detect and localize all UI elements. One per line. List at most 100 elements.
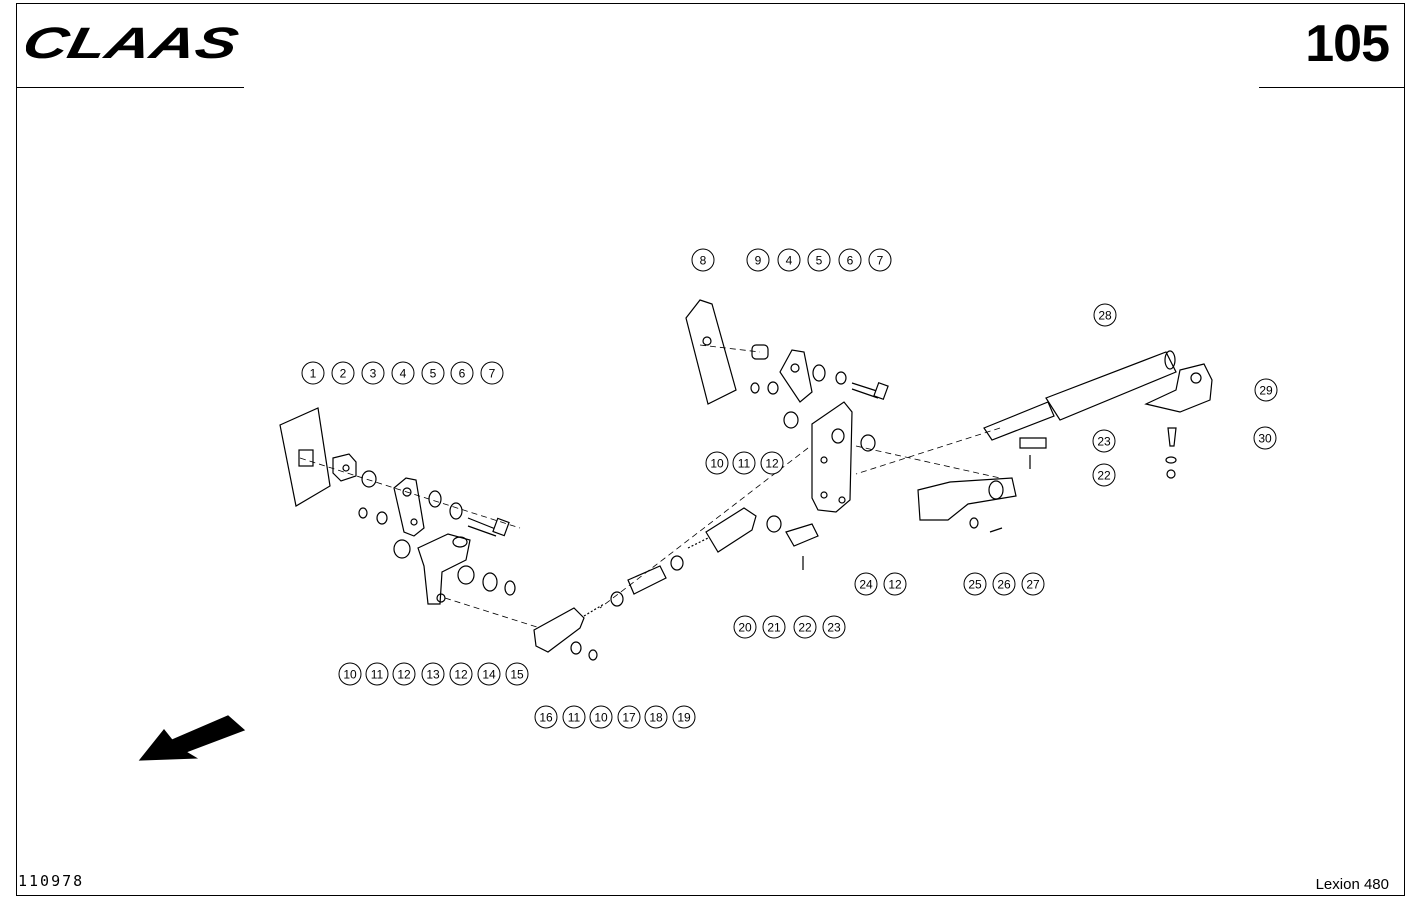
part-2-square-nut — [332, 453, 357, 482]
part-20-clevis — [705, 507, 757, 553]
part-1-plate — [279, 407, 331, 507]
callout-10: 10 — [338, 662, 362, 686]
callout-label: 29 — [1259, 384, 1273, 398]
callout-label: 5 — [816, 254, 823, 268]
callout-label: 5 — [430, 367, 437, 381]
callout-4: 4 — [777, 248, 801, 272]
part-6-washer — [449, 502, 463, 520]
brand-wordmark: CLAAS — [26, 22, 243, 64]
page-number: 105 — [1305, 15, 1390, 73]
part-8-plate — [685, 299, 737, 405]
callout-23: 23 — [822, 615, 846, 639]
callout-5: 5 — [807, 248, 831, 272]
callout-label: 23 — [827, 621, 841, 635]
part-4-upper-link — [779, 349, 813, 403]
callout-label: 2 — [340, 367, 347, 381]
callout-label: 27 — [1026, 578, 1040, 592]
callout-4: 4 — [391, 361, 415, 385]
callout-label: 7 — [489, 367, 496, 381]
callout-17: 17 — [617, 705, 641, 729]
callout-label: 10 — [343, 668, 357, 682]
part-17-nut — [610, 591, 624, 607]
callout-19: 19 — [672, 705, 696, 729]
callout-16: 16 — [534, 705, 558, 729]
callout-label: 10 — [710, 457, 724, 471]
callout-label: 13 — [426, 668, 440, 682]
callout-label: 8 — [700, 254, 707, 268]
callout-label: 10 — [594, 711, 608, 725]
callout-20: 20 — [733, 615, 757, 639]
callout-23: 23 — [1092, 429, 1116, 453]
callout-6: 6 — [450, 361, 474, 385]
callout-13: 13 — [421, 662, 445, 686]
callout-14: 14 — [477, 662, 501, 686]
callout-26: 26 — [992, 572, 1016, 596]
part-23-pin — [785, 523, 819, 547]
part-13-lever — [417, 533, 471, 605]
callout-label: 14 — [482, 668, 496, 682]
callout-2: 2 — [331, 361, 355, 385]
callout-label: 20 — [738, 621, 752, 635]
callout-30: 30 — [1253, 426, 1277, 450]
part-11-washer — [376, 511, 388, 525]
direction-arrow — [138, 715, 246, 761]
callout-11: 11 — [732, 451, 756, 475]
callout-11: 11 — [365, 662, 389, 686]
callout-7: 7 — [480, 361, 504, 385]
callout-label: 1 — [310, 367, 317, 381]
callout-label: 12 — [888, 578, 902, 592]
callout-28: 28 — [1093, 303, 1117, 327]
model-name: Lexion 480 — [1315, 876, 1389, 893]
callout-12: 12 — [760, 451, 784, 475]
callout-11: 11 — [562, 705, 586, 729]
callout-label: 3 — [370, 367, 377, 381]
callout-18: 18 — [644, 705, 668, 729]
part-12-bushing — [393, 539, 411, 559]
part-30-bolt — [1167, 427, 1177, 447]
callout-12: 12 — [449, 662, 473, 686]
part-drawings — [138, 299, 1213, 761]
part-3-bushing — [361, 470, 377, 488]
callout-label: 7 — [877, 254, 884, 268]
part-19-nut — [670, 555, 684, 571]
callout-label: 17 — [622, 711, 636, 725]
callout-8: 8 — [691, 248, 715, 272]
callout-1: 1 — [301, 361, 325, 385]
part-27-bracket — [917, 477, 1017, 521]
callout-label: 15 — [510, 668, 524, 682]
callout-7: 7 — [868, 248, 892, 272]
callout-label: 16 — [539, 711, 553, 725]
callout-9: 9 — [746, 248, 770, 272]
part-18-tube — [627, 565, 667, 595]
callout-label: 6 — [459, 367, 466, 381]
callout-21: 21 — [762, 615, 786, 639]
header-rule-left — [16, 87, 244, 88]
callout-24: 24 — [854, 572, 878, 596]
callout-27: 27 — [1021, 572, 1045, 596]
callout-label: 11 — [738, 457, 751, 471]
callout-15: 15 — [505, 662, 529, 686]
part-5-washer — [428, 490, 442, 508]
callout-10: 10 — [705, 451, 729, 475]
header-rule-right — [1259, 87, 1405, 88]
callout-label: 12 — [454, 668, 468, 682]
drawing-number: 110978 — [18, 872, 85, 890]
callout-label: 24 — [859, 578, 873, 592]
part-4-link — [393, 477, 425, 537]
callout-label: 4 — [786, 254, 793, 268]
part-29-bracket — [1144, 363, 1213, 413]
part-1-slot — [298, 449, 314, 467]
callout-22: 22 — [1092, 463, 1116, 487]
part-10-circlip — [358, 507, 368, 519]
callout-label: 11 — [371, 668, 384, 682]
callout-12: 12 — [883, 572, 907, 596]
callout-label: 4 — [400, 367, 407, 381]
part-16-clevis — [533, 607, 585, 653]
callout-label: 12 — [765, 457, 779, 471]
callout-label: 25 — [968, 578, 982, 592]
callout-label: 23 — [1097, 435, 1111, 449]
callout-6: 6 — [838, 248, 862, 272]
callout-label: 9 — [755, 254, 762, 268]
